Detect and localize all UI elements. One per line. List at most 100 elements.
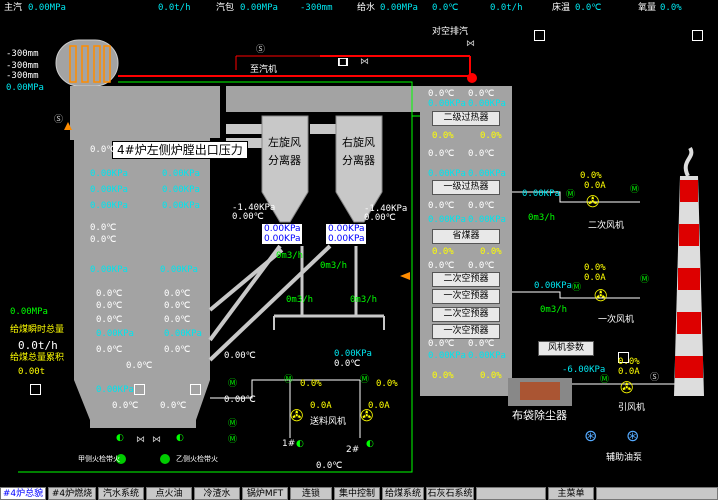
tab-mft[interactable]: 锅炉MFT <box>242 487 288 500</box>
shaft-press-8: 0.00KPa <box>468 351 506 361</box>
primary-superheater-button[interactable]: 一级过热器 <box>432 180 500 195</box>
shaft-pct-1: 0.0% <box>432 131 454 141</box>
economizer-button[interactable]: 省煤器 <box>432 229 500 244</box>
left-flame-lamp <box>116 454 126 464</box>
left-cyclone-box-1: 0.00KPa <box>264 224 301 234</box>
furnace-left-square[interactable] <box>30 384 41 395</box>
furnace-temp-h: 0.0℃ <box>96 315 123 325</box>
tab-slag-cooling[interactable]: 冷渣水 <box>194 487 240 500</box>
left-feeder-icon[interactable]: ◐ <box>116 433 124 443</box>
left-feeder-valve-icon[interactable]: ⋈ <box>136 435 145 445</box>
coal-instant-label: 给煤瞬时总量 <box>10 325 65 335</box>
primary-fan-motor-icon[interactable]: Ⓜ <box>572 283 582 293</box>
secondary-airpreheater-2-button[interactable]: 二次空预器 <box>432 307 500 322</box>
primary-fan-pressure: 0.00KPa <box>534 281 572 291</box>
tab-coal-feed[interactable]: 给煤系统 <box>382 487 424 500</box>
primary-fan-amp: 0.0A <box>584 273 606 283</box>
primary-airpreheater-1-button[interactable]: 一次空预器 <box>432 289 500 304</box>
right-feeder-icon[interactable]: ◐ <box>176 433 184 443</box>
induced-fan-icon[interactable]: ✇ <box>620 378 634 397</box>
induced-fan-amp: 0.0A <box>618 367 640 377</box>
tab-limestone[interactable]: 石灰石系统 <box>426 487 474 500</box>
main-steam-label: 主汽 <box>4 3 23 13</box>
steam-valve-icon[interactable]: ⋈ <box>360 57 369 67</box>
secondary-fan-pressure: 0.00KPa <box>522 189 560 199</box>
fan-params-button[interactable]: 风机参数 <box>538 341 594 356</box>
left-cyclone-label: 左旋风 分离器 <box>268 136 301 167</box>
furnace-temp-e: 0.0℃ <box>164 289 191 299</box>
feed-fan-1-icon[interactable]: ✇ <box>290 406 304 425</box>
shaft-temp-4: 0.0℃ <box>468 149 495 159</box>
feed-fan-1-motor-icon[interactable]: Ⓜ <box>284 375 294 385</box>
shaft-press-1: 0.00KPa <box>428 99 466 109</box>
induced-fan-square[interactable] <box>618 352 629 363</box>
right-cyclone-temp: 0.00℃ <box>364 213 396 223</box>
secondary-fan-pct: 0.0% <box>580 171 602 181</box>
tab-ignition-oil[interactable]: 点火油 <box>146 487 192 500</box>
tab-main-menu[interactable]: 主菜单 <box>548 487 594 500</box>
feed-fan-1-bottom-icon[interactable]: ◐ <box>296 439 304 449</box>
furnace-temp-f: 0.0℃ <box>96 301 123 311</box>
furnace-right-square[interactable] <box>190 384 201 395</box>
bottom-motor-1-icon[interactable]: Ⓜ <box>228 379 238 389</box>
steam-drum <box>55 39 119 87</box>
furnace-mid-square[interactable] <box>134 384 145 395</box>
drum-level-1: -300mm <box>6 49 39 59</box>
primary-fan-flow: 0m3/h <box>540 305 568 315</box>
feed-fan-number-2: 2# <box>346 445 360 455</box>
bottom-motor-2-icon[interactable]: Ⓜ <box>228 419 238 429</box>
bottom-temp-1: 0.00℃ <box>224 351 256 361</box>
induced-fan-label: 引风机 <box>618 403 646 413</box>
primary-fan-motor2-icon[interactable]: Ⓜ <box>640 275 650 285</box>
to-turbine-label: 至汽机 <box>250 65 278 75</box>
feed-fan-2-motor-icon[interactable]: Ⓜ <box>360 375 370 385</box>
feed-fan-2-bottom-icon[interactable]: ◐ <box>366 439 374 449</box>
drum-level: -300mm <box>300 3 333 13</box>
furnace-temp-c: 0.0℃ <box>90 235 117 245</box>
main-steam-flow: 0.0t/h <box>158 3 191 13</box>
feed-fan-2-icon[interactable]: ✇ <box>360 406 374 425</box>
furnace-press-g: 0.00KPa <box>90 265 128 275</box>
tab-steam-water[interactable]: 汽水系统 <box>98 487 144 500</box>
left-cyclone-readout-box: 0.00KPa 0.00KPa <box>262 224 303 244</box>
shaft-pct-4: 0.0% <box>480 247 502 257</box>
tab-blank[interactable] <box>476 487 546 500</box>
secondary-airpreheater-1-button[interactable]: 二次空预器 <box>432 272 500 287</box>
tab-interlock[interactable]: 连锁 <box>290 487 332 500</box>
primary-fan-label: 一次风机 <box>598 315 635 325</box>
furnace-press-d: 0.00KPa <box>162 185 200 195</box>
aux-pump-1-icon[interactable]: ⊛ <box>584 426 598 445</box>
induced-fan-motor-icon[interactable]: Ⓜ <box>600 375 610 385</box>
secondary-fan-motor-icon[interactable]: Ⓜ <box>566 190 576 200</box>
right-cyclone-pressure: -1.40KPa <box>364 204 408 214</box>
tab-combustion[interactable]: #4炉燃烧 <box>48 487 96 500</box>
left-feeder-label: 甲侧火检带火 <box>78 455 120 463</box>
top-right-square[interactable] <box>692 30 703 41</box>
induced-fan-pct: 0.0% <box>618 357 640 367</box>
aux-pump-2-icon[interactable]: ⊛ <box>626 426 640 445</box>
bed-temp-label: 床温 <box>552 3 571 13</box>
shaft-temp-5: 0.0℃ <box>428 201 455 211</box>
tab-boiler-overview[interactable]: #4炉总貌 <box>0 487 46 500</box>
feed-fan-label: 送料风机 <box>310 417 347 427</box>
steam-valve-tag[interactable]: ■ <box>338 57 348 66</box>
feedwater-label: 给水 <box>357 3 376 13</box>
right-feeder-valve-icon[interactable]: ⋈ <box>152 435 161 445</box>
secondary-superheater-button[interactable]: 二级过热器 <box>432 111 500 126</box>
primary-fan-icon[interactable]: ✇ <box>594 286 608 305</box>
right-cyclone-label: 右旋风 分离器 <box>342 136 375 167</box>
left-loopseal-flow-b: 0m3/h <box>286 295 314 305</box>
vent-valve-icon[interactable]: ⋈ <box>466 39 475 49</box>
right-cyclone-box-1: 0.00KPa <box>328 224 365 234</box>
secondary-fan-motor2-icon[interactable]: Ⓜ <box>630 185 640 195</box>
primary-fan-pct: 0.0% <box>584 263 606 273</box>
secondary-fan-icon[interactable]: ✇ <box>586 192 600 211</box>
coal-pressure: 0.00MPa <box>10 307 48 317</box>
bottom-motor-3-icon[interactable]: Ⓜ <box>228 435 238 445</box>
tab-central-control[interactable]: 集中控制 <box>334 487 380 500</box>
drum-label: 汽包 <box>216 3 235 13</box>
exhaust-control-square[interactable] <box>534 30 545 41</box>
vent-label: 对空排汽 <box>432 27 469 37</box>
furnace-temp-b: 0.0℃ <box>90 223 117 233</box>
primary-airpreheater-2-button[interactable]: 一次空预器 <box>432 324 500 339</box>
